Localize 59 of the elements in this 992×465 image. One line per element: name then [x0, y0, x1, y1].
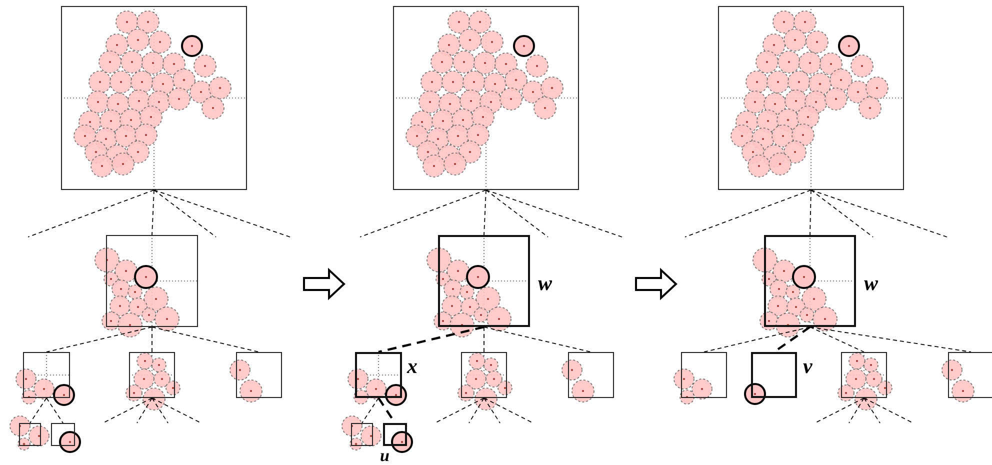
tree-edge — [468, 398, 484, 424]
cell-label: w — [864, 273, 878, 294]
tree-edge — [486, 190, 548, 238]
quadtree-cell — [236, 352, 282, 398]
tree-edge — [810, 326, 972, 352]
tree-edge — [864, 398, 880, 424]
quadtree-cell — [568, 352, 614, 398]
tree-edge — [46, 398, 64, 424]
tree-edge — [30, 398, 47, 424]
tree-edge — [814, 398, 864, 424]
tree-edge — [28, 190, 154, 238]
quadtree-cell — [51, 423, 75, 446]
tree-edge — [154, 190, 216, 238]
tree-edge — [152, 326, 260, 352]
cell-label: x — [407, 356, 418, 377]
cell-label: u — [380, 447, 390, 464]
tree-edge — [484, 190, 486, 236]
quadtree-cell — [355, 352, 402, 398]
tree-edge — [810, 326, 864, 352]
tree-edge — [360, 190, 486, 238]
quadtree-cell — [751, 352, 797, 398]
tree-edge — [152, 398, 168, 424]
tree-edge — [434, 398, 484, 424]
cell-label: v — [803, 356, 812, 377]
quadtree-cell — [19, 423, 41, 446]
quadtree-cell — [106, 235, 198, 327]
quadtree-cell — [351, 423, 373, 446]
quadtree-cell — [681, 352, 727, 398]
tree-edge — [704, 326, 810, 352]
tree-edge — [810, 190, 948, 238]
tree-edge — [484, 326, 592, 352]
tree-edge — [810, 190, 812, 236]
tree-edge — [46, 326, 152, 352]
tree-edge — [152, 398, 202, 424]
quadtree-cell — [461, 352, 507, 398]
quadtree-cell — [718, 6, 904, 190]
quadtree-cell — [438, 235, 530, 327]
tree-edge — [848, 398, 864, 424]
tree-edge — [102, 398, 152, 424]
tree-edge — [136, 398, 152, 424]
quadtree-cell — [393, 6, 579, 190]
tree-edge — [362, 398, 379, 424]
quadtree-cell — [948, 352, 992, 398]
tree-edge — [486, 190, 622, 238]
quadtree-cell — [764, 235, 856, 327]
tree-edge — [154, 190, 290, 238]
tree-edge — [684, 190, 812, 238]
cell-label: w — [538, 273, 552, 294]
quadtree-cell — [383, 423, 407, 446]
tree-edge — [484, 398, 534, 424]
tree-edge — [484, 398, 500, 424]
quadtree-cell — [23, 352, 70, 398]
tree-edge — [152, 190, 154, 236]
tree-edge — [378, 326, 484, 354]
tree-edge — [864, 398, 914, 424]
quadtree-cell — [841, 352, 887, 398]
quadtree-cell — [61, 6, 247, 190]
quadtree-cell — [129, 352, 175, 398]
tree-edge — [810, 190, 874, 238]
